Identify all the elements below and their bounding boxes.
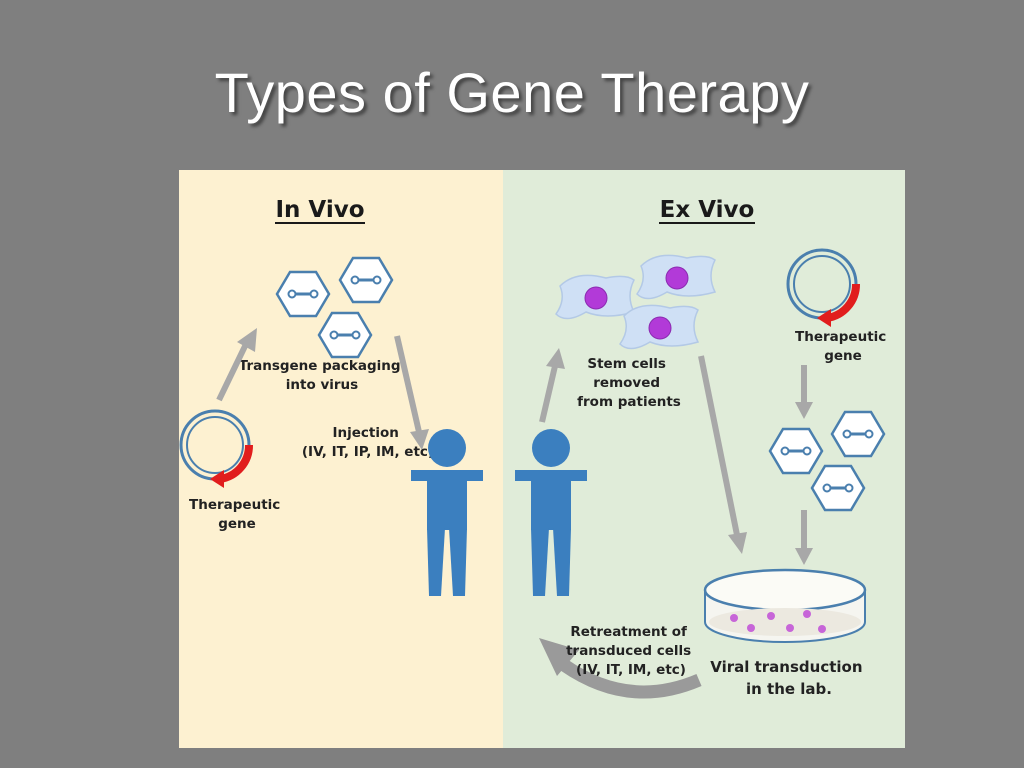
- transduction-label: Viral transduction in the lab.: [710, 658, 868, 698]
- virus-icon: [810, 464, 866, 512]
- arrow-retreatment-to-patient: [539, 638, 702, 699]
- arrow-gene-to-virus: [795, 365, 813, 419]
- arrow-virus-to-patient: [394, 335, 429, 450]
- virus-icon: [275, 270, 331, 318]
- arrow-patient-to-stem-cells: [539, 348, 565, 423]
- in-vivo-gene-label: Therapeutic gene: [189, 497, 285, 532]
- virus-icon: [830, 410, 886, 458]
- virus-icon: [768, 427, 824, 475]
- ex-vivo-gene-label: Therapeutic gene: [795, 329, 891, 364]
- arrow-gene-to-virus: [216, 328, 257, 402]
- stem-cells-label: Stem cells removed from patients: [577, 356, 681, 410]
- petri-dish-icon: [703, 568, 867, 643]
- virus-icon: [338, 256, 394, 304]
- stem-cell-icon: [555, 274, 635, 320]
- packaging-label: Transgene packaging into virus: [239, 358, 406, 393]
- stem-cell-icon: [619, 304, 699, 350]
- virus-icon: [317, 311, 373, 359]
- stem-cell-icon: [636, 254, 716, 300]
- gene-therapy-figure: In Vivo Ex Vivo Transgene packaging into…: [179, 170, 905, 748]
- retreatment-label: Retreatment of transduced cells (IV, IT,…: [566, 624, 696, 678]
- arrow-stem-cells-to-dish: [698, 355, 747, 554]
- slide-title: Types of Gene Therapy: [214, 61, 810, 124]
- injection-label: Injection (IV, IT, IP, IM, etc): [302, 425, 434, 460]
- arrow-virus-to-dish: [795, 510, 813, 565]
- in-vivo-heading: In Vivo: [275, 197, 364, 223]
- ex-vivo-heading: Ex Vivo: [660, 197, 755, 223]
